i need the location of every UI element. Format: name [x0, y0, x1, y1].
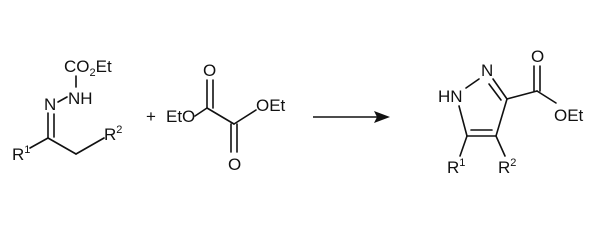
hn-label: HN — [438, 87, 463, 106]
eto-label: EtO — [166, 107, 195, 126]
reactant-hydrazone: CO2Et NH N R1 R2 — [12, 57, 122, 164]
bond-n2-c3 — [492, 78, 508, 100]
o-bottom-label: O — [228, 155, 241, 174]
product-r2-label: R2 — [498, 157, 516, 177]
bond-c2-oet — [233, 109, 257, 125]
product-oet-label: OEt — [554, 106, 584, 125]
bond-c-ch2 — [47, 137, 77, 155]
r2-label: R2 — [104, 124, 122, 144]
product-pyrazole: HN N R1 R2 O OEt — [438, 47, 584, 177]
ester-label: CO2Et — [64, 57, 112, 79]
bond-ch2-r2 — [75, 137, 105, 155]
ester-o-label: O — [531, 47, 544, 66]
n-label: N — [481, 61, 493, 80]
r1-label: R1 — [12, 144, 30, 164]
reaction-scheme: CO2Et NH N R1 R2 + EtO O — [12, 47, 584, 177]
bond-c5-n1 — [458, 105, 468, 137]
bond-n-n — [57, 96, 68, 103]
reaction-arrow — [313, 111, 390, 123]
nh-label: NH — [68, 89, 93, 108]
bond-c-r1 — [29, 137, 49, 149]
bond-c1-c2 — [206, 107, 235, 125]
bond-ester-oet — [536, 90, 557, 104]
n-label: N — [44, 95, 56, 114]
arrow-head — [374, 111, 390, 123]
bond-n2-c3-double — [488, 83, 502, 101]
bond-c3-ester — [506, 90, 538, 100]
plus-sign: + — [146, 107, 156, 126]
oet-label: OEt — [256, 96, 286, 115]
product-r1-label: R1 — [447, 157, 465, 177]
bond-n1-n2 — [465, 78, 480, 89]
reactant-diethyl-oxalate: EtO O O OEt — [166, 61, 286, 174]
bond-c4-r2 — [495, 135, 506, 157]
bond-c3-c4 — [495, 98, 508, 137]
bond-o-c1 — [194, 107, 208, 117]
bond-c5-r1 — [459, 135, 468, 157]
o-top-label: O — [203, 61, 216, 80]
